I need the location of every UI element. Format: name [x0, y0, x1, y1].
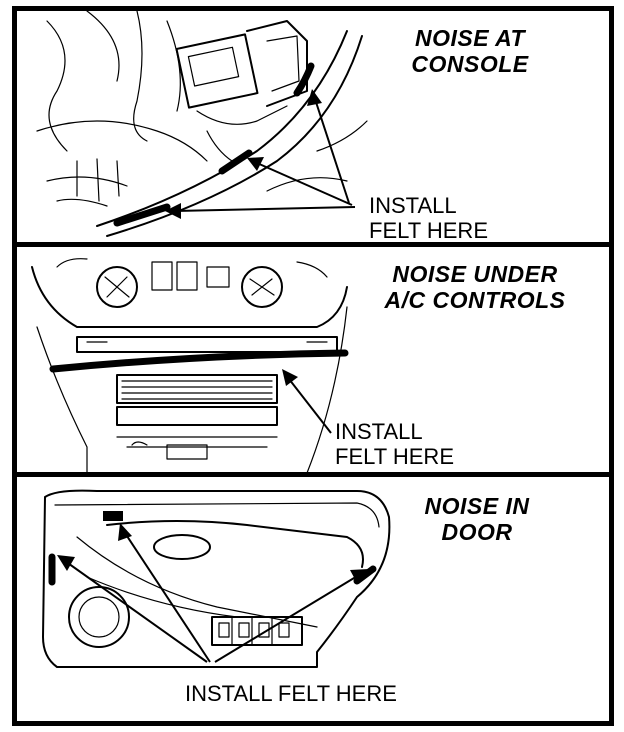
panel-console: NOISE AT CONSOLE INSTALL FELT HERE: [12, 6, 614, 248]
panel-door: NOISE IN DOOR INSTALL FELT HERE: [12, 472, 614, 726]
panel-title: NOISE UNDER A/C CONTROLS: [384, 261, 566, 313]
felt-strip-upper: [293, 62, 315, 97]
arrow-handle: [124, 532, 211, 663]
felt-strip-lower: [113, 203, 171, 227]
panel-title: NOISE IN DOOR: [424, 493, 530, 545]
door-panel-outline: [42, 489, 391, 668]
vent-slot: [116, 374, 278, 404]
install-felt-callout: INSTALL FELT HERE: [185, 681, 397, 706]
panel-title: NOISE AT CONSOLE: [411, 25, 529, 77]
panel-ac-controls: NOISE UNDER A/C CONTROLS INSTALL FELT HE…: [12, 242, 614, 478]
knob-left: [96, 266, 138, 308]
felt-strip-middle: [218, 149, 253, 175]
door-illustration: [42, 489, 391, 668]
arrow-upper: [314, 98, 350, 204]
arrow-lower: [174, 206, 356, 212]
felt-strip: [49, 349, 349, 373]
arrow-right: [214, 574, 360, 663]
window-switch-panel: [211, 616, 303, 646]
knob-right: [241, 266, 283, 308]
ac-controls-illustration: [31, 258, 349, 473]
console-illustration: [36, 11, 368, 237]
arrow-felt: [288, 378, 332, 434]
door-speaker: [68, 586, 130, 648]
install-felt-callout: INSTALL FELT HERE: [335, 419, 454, 469]
arrow-left: [64, 560, 208, 663]
install-felt-callout: INSTALL FELT HERE: [369, 193, 488, 243]
felt-strip-handle: [103, 511, 123, 521]
arrow-middle: [256, 162, 353, 206]
